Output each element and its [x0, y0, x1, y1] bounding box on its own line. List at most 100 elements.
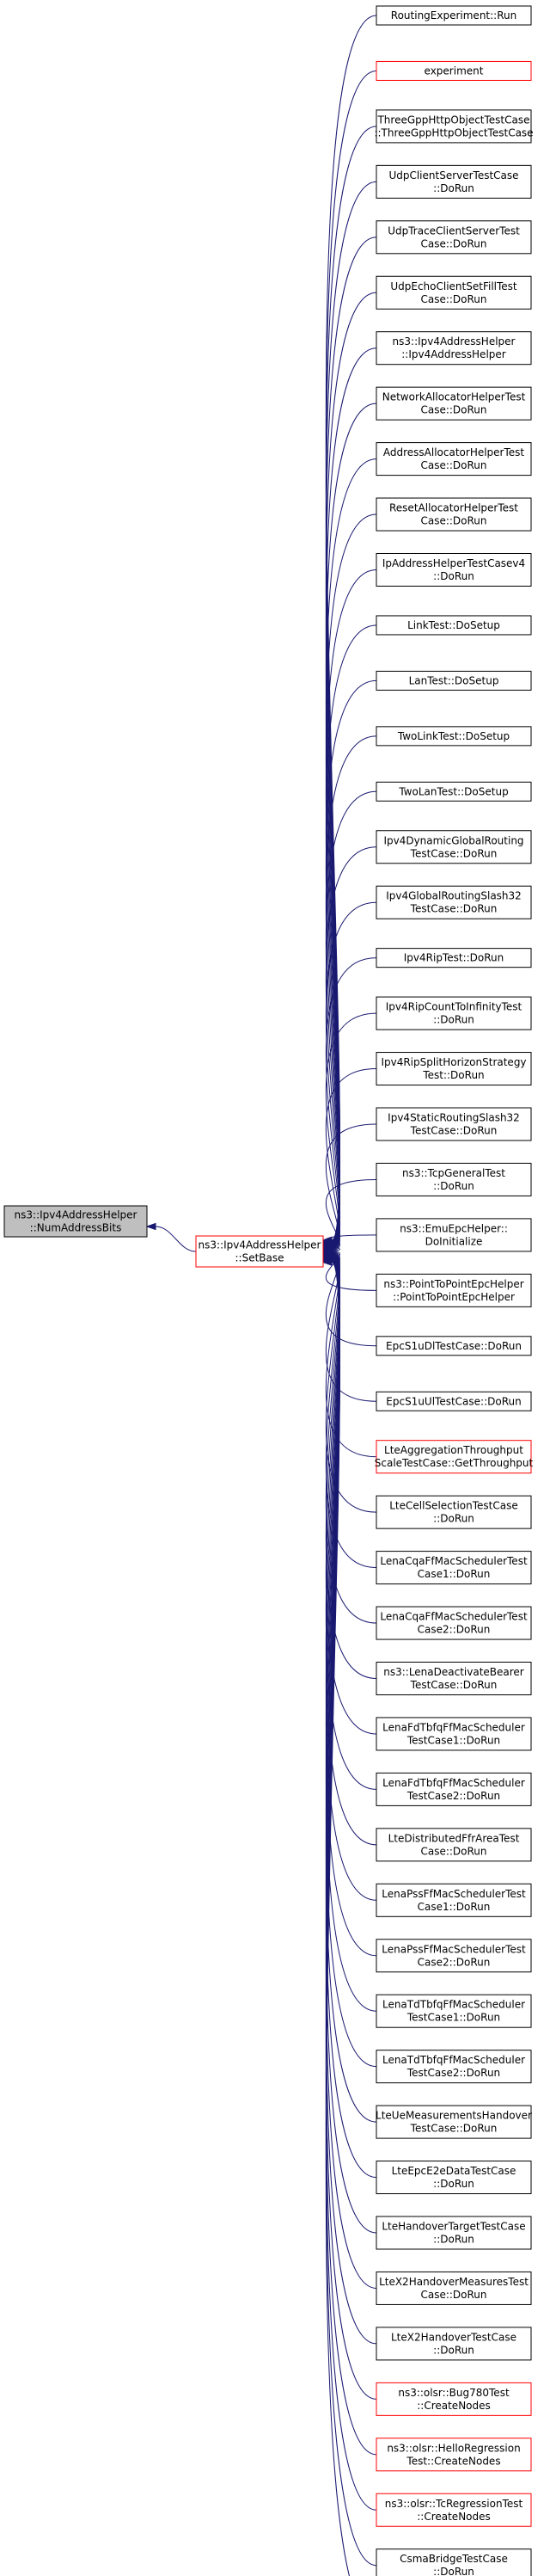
- node-caller-label-line: LenaTdTbfqFfMacScheduler: [382, 2054, 525, 2066]
- node-caller-label-line: LteX2HandoverTestCase: [391, 2331, 516, 2343]
- node-caller[interactable]: LteAggregationThroughputScaleTestCase::G…: [375, 1440, 534, 1474]
- node-root-numaddressbits[interactable]: ns3::Ipv4AddressHelper::NumAddressBits: [3, 1205, 148, 1238]
- nodes-layer: ns3::Ipv4AddressHelper::NumAddressBitsns…: [3, 5, 534, 2576]
- node-caller[interactable]: LanTest::DoSetup: [376, 670, 532, 691]
- node-caller-box: [376, 2493, 532, 2527]
- node-caller-box: [376, 1939, 532, 1973]
- node-caller-label-line: ::ThreeGppHttpObjectTestCase: [374, 126, 533, 138]
- node-setbase[interactable]: ns3::Ipv4AddressHelper::SetBase: [195, 1235, 324, 1268]
- node-caller-label-line: Case::DoRun: [420, 404, 486, 416]
- node-caller[interactable]: EpcS1uDlTestCase::DoRun: [376, 1336, 532, 1356]
- node-caller-label-line: LenaTdTbfqFfMacScheduler: [382, 1999, 525, 2011]
- node-caller[interactable]: CsmaBridgeTestCase::DoRun: [376, 2548, 532, 2576]
- node-caller[interactable]: LteX2HandoverTestCase::DoRun: [376, 2327, 532, 2361]
- node-caller-box: [376, 220, 532, 255]
- edge-caller-to-setbase: [325, 1234, 377, 1251]
- node-caller-label-line: TestCase2::DoRun: [406, 2067, 500, 2079]
- node-caller-label-line: AddressAllocatorHelperTest: [383, 446, 525, 458]
- node-caller-box: [376, 948, 532, 968]
- node-caller-label-line: LteEpcE2eDataTestCase: [392, 2165, 516, 2177]
- node-caller-label-line: Ipv4StaticRoutingSlash32: [388, 1112, 520, 1124]
- node-caller[interactable]: ThreeGppHttpObjectTestCase::ThreeGppHttp…: [374, 109, 534, 144]
- node-caller-label-line: ns3::LenaDeactivateBearer: [383, 1666, 524, 1678]
- node-caller-box: [376, 1218, 532, 1252]
- node-caller-label-line: ns3::EmuEpcHelper::: [400, 1222, 508, 1234]
- node-caller-label-line: ::CreateNodes: [417, 2511, 491, 2523]
- node-caller[interactable]: ns3::EmuEpcHelper::DoInitialize: [376, 1218, 532, 1252]
- node-caller-label-line: ns3::TcpGeneralTest: [402, 1167, 505, 1179]
- node-caller-box: [376, 2382, 532, 2416]
- node-caller-label-line: Case::DoRun: [420, 2289, 486, 2301]
- node-caller[interactable]: ns3::olsr::Bug780Test::CreateNodes: [376, 2382, 532, 2416]
- node-caller[interactable]: LinkTest::DoSetup: [376, 615, 532, 636]
- node-caller-label-line: UdpTraceClientServerTest: [388, 224, 520, 237]
- node-caller[interactable]: ns3::PointToPointEpcHelper::PointToPoint…: [376, 1273, 532, 1307]
- node-caller[interactable]: ns3::Ipv4AddressHelper::Ipv4AddressHelpe…: [376, 331, 532, 366]
- node-caller-box: [376, 726, 532, 747]
- node-caller[interactable]: ns3::olsr::TcRegressionTest::CreateNodes: [376, 2493, 532, 2527]
- node-caller-label-line: LteAggregationThroughput: [384, 1444, 523, 1456]
- node-caller[interactable]: ns3::olsr::HelloRegressionTest::CreateNo…: [376, 2438, 532, 2472]
- node-caller-label-line: ::DoRun: [433, 570, 474, 582]
- node-caller[interactable]: Ipv4RipTest::DoRun: [376, 948, 532, 968]
- node-caller[interactable]: TwoLinkTest::DoSetup: [376, 726, 532, 747]
- node-caller-box: [376, 1994, 532, 2028]
- node-caller-box: [376, 885, 532, 919]
- node-caller-box: [376, 830, 532, 864]
- node-caller-label-line: TestCase1::DoRun: [406, 2012, 500, 2024]
- node-caller[interactable]: ns3::TcpGeneralTest::DoRun: [376, 1162, 532, 1196]
- node-caller-label-line: Ipv4RipSplitHorizonStrategy: [381, 1056, 526, 1068]
- node-caller[interactable]: TwoLanTest::DoSetup: [376, 781, 532, 802]
- node-caller[interactable]: Ipv4RipCountToInfinityTest::DoRun: [376, 996, 532, 1030]
- node-caller-box: [376, 781, 532, 802]
- edge-caller-to-setbase: [325, 1262, 351, 2576]
- node-caller-box: [376, 331, 532, 366]
- node-caller[interactable]: UdpClientServerTestCase::DoRun: [376, 164, 532, 199]
- node-caller[interactable]: IpAddressHelperTestCasev4::DoRun: [376, 553, 532, 587]
- node-caller-box: [376, 1551, 532, 1585]
- node-caller-label-line: RoutingExperiment::Run: [391, 9, 516, 22]
- node-caller-label-line: UdpEchoClientSetFillTest: [390, 280, 517, 292]
- node-caller-box: [376, 164, 532, 199]
- node-caller-box: [376, 615, 532, 636]
- node-caller-label-line: Case::DoRun: [420, 515, 486, 527]
- node-caller[interactable]: RoutingExperiment::Run: [376, 5, 532, 26]
- node-setbase-label-line: ns3::Ipv4AddressHelper: [199, 1239, 321, 1251]
- node-caller-label-line: ::DoRun: [433, 2566, 474, 2576]
- node-caller[interactable]: EpcS1uUlTestCase::DoRun: [376, 1391, 532, 1411]
- node-caller-label-line: TwoLanTest::DoSetup: [398, 785, 508, 797]
- node-caller-box: [376, 2161, 532, 2195]
- node-caller-box: [376, 2438, 532, 2472]
- node-caller[interactable]: LteCellSelectionTestCase::DoRun: [376, 1495, 532, 1529]
- node-caller-box: [376, 1440, 532, 1474]
- node-caller-label-line: LenaPssFfMacSchedulerTest: [382, 1943, 526, 1955]
- node-caller-label-line: UdpClientServerTestCase: [388, 169, 518, 181]
- node-caller[interactable]: LteEpcE2eDataTestCase::DoRun: [376, 2161, 532, 2195]
- node-caller[interactable]: experiment: [376, 60, 532, 81]
- node-caller-label-line: LinkTest::DoSetup: [407, 619, 500, 631]
- node-caller[interactable]: LteHandoverTargetTestCase::DoRun: [376, 2216, 532, 2250]
- edge-caller-to-setbase: [325, 347, 377, 1244]
